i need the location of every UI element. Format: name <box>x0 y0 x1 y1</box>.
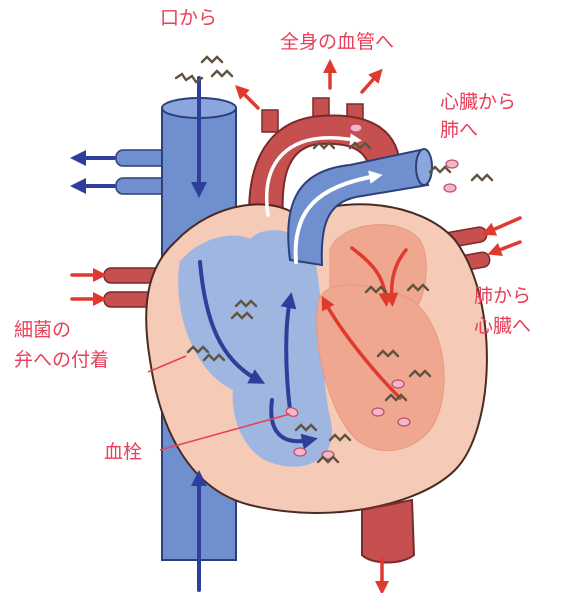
heart-to-lung-label-2: 肺へ <box>440 118 478 142</box>
lung-to-heart-label-2: 心臓へ <box>474 314 531 338</box>
bacteria-label-2: 弁への付着 <box>14 348 109 372</box>
embolus-label: 血栓 <box>104 440 142 464</box>
heart-to-lung-label-1: 心臓から <box>440 90 516 114</box>
to-body-label: 全身の血管へ <box>280 30 394 54</box>
from-mouth-label: 口から <box>160 6 217 30</box>
pulmonary-artery-opening <box>416 149 432 185</box>
lung-to-heart-label-1: 肺から <box>474 284 531 308</box>
descending-aorta <box>362 500 414 563</box>
bacteria-label-1: 細菌の <box>14 318 71 342</box>
